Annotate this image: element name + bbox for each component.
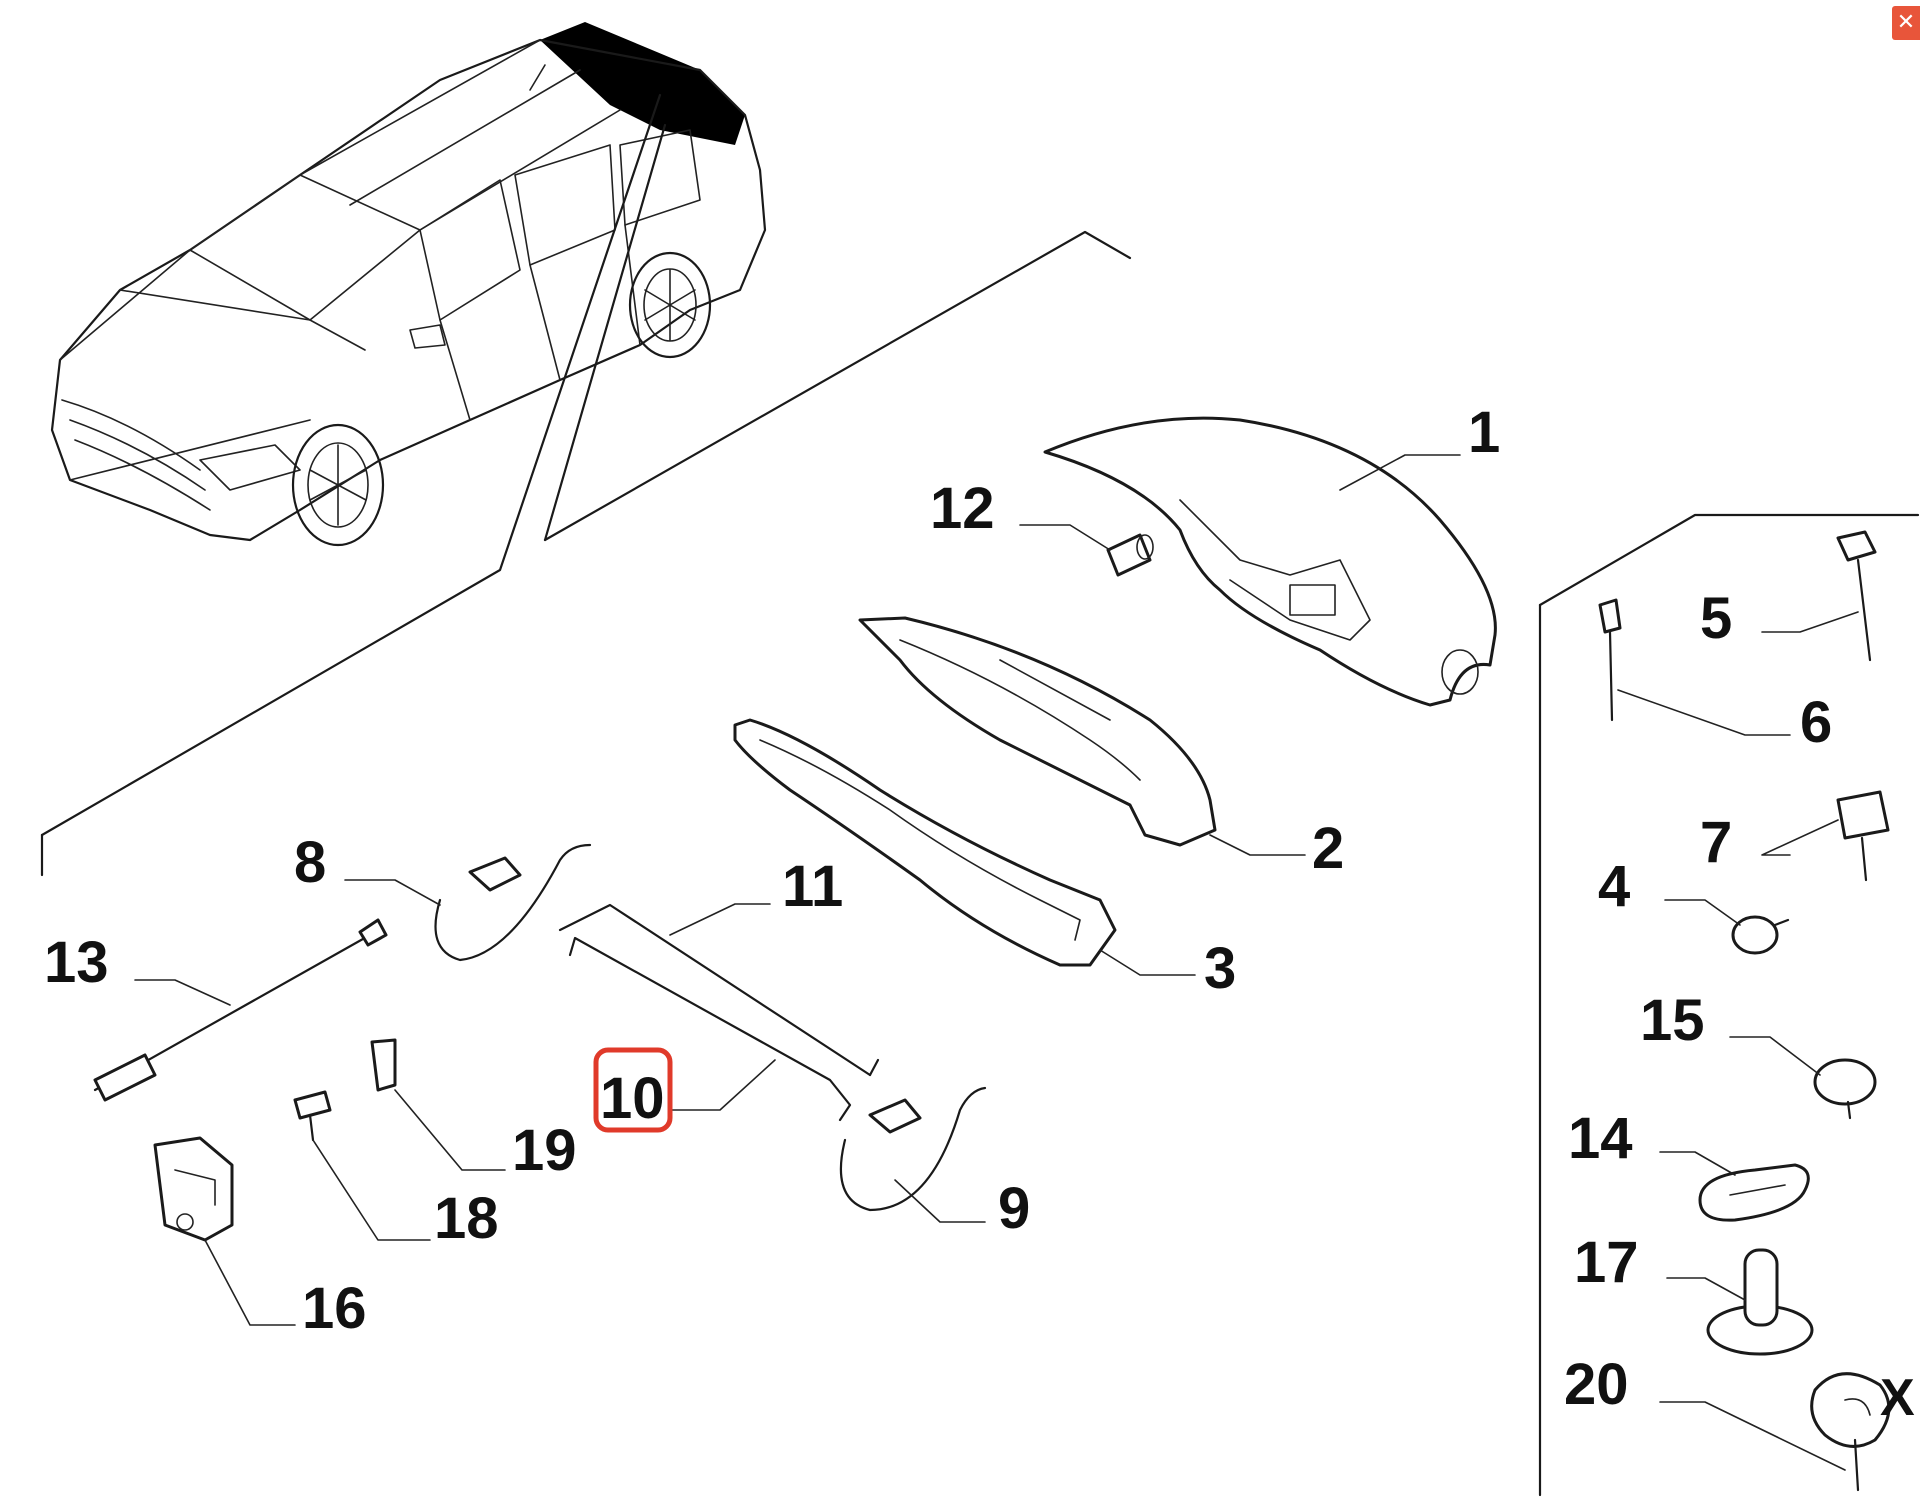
part-3-seal [733,718,1117,967]
label-12[interactable]: 12 [930,476,995,541]
label-14[interactable]: 14 [1568,1106,1633,1171]
part-5-bolt [1836,530,1877,662]
note-mark-x: X [1880,1369,1915,1427]
label-17[interactable]: 17 [1574,1230,1639,1295]
close-icon: ✕ [1896,10,1916,35]
part-16-latch [153,1136,234,1242]
label-16[interactable]: 16 [302,1276,367,1341]
part-14-grommet [1698,1163,1810,1222]
label-18[interactable]: 18 [434,1186,499,1251]
callout-labels: 1 2 3 4 5 6 7 8 9 10 11 12 13 14 15 16 1… [44,400,1915,1427]
label-8[interactable]: 8 [294,830,326,895]
part-6-pin [1598,598,1622,722]
label-5[interactable]: 5 [1700,586,1732,651]
label-10[interactable]: 10 [600,1066,665,1131]
part-7-bolt [1836,790,1890,882]
part-2-trim-panel [858,616,1217,847]
part-18-screw [293,1090,332,1142]
rear-wheel [628,251,712,359]
label-2[interactable]: 2 [1312,816,1344,881]
leader-lines [134,454,1859,1471]
label-1[interactable]: 1 [1468,400,1500,465]
label-4[interactable]: 4 [1598,854,1630,919]
label-20[interactable]: 20 [1564,1352,1629,1417]
part-12-bump-stop [1106,533,1154,577]
part-8-hinge-left [434,843,592,962]
part-19-clip [370,1038,397,1092]
label-15[interactable]: 15 [1640,988,1705,1053]
part-13-gas-strut [93,918,388,1102]
label-19[interactable]: 19 [512,1118,577,1183]
label-11[interactable]: 11 [782,854,843,919]
part-15-clip [1813,1058,1877,1120]
label-9[interactable]: 9 [998,1176,1030,1241]
part-4-plug [1731,915,1790,955]
label-3[interactable]: 3 [1204,936,1236,1001]
front-wheel [291,423,385,547]
label-6[interactable]: 6 [1800,690,1832,755]
part-9-hinge-right [839,1086,987,1212]
highlight-box-10 [593,1047,673,1133]
label-13[interactable]: 13 [44,930,109,995]
frame-lines [40,93,1920,1497]
label-7[interactable]: 7 [1700,810,1732,875]
part-1-trunk-lid [1043,416,1497,707]
part-20-fastener [1810,1372,1891,1492]
part-17-pin [1706,1248,1814,1356]
car-illustration [50,22,767,547]
part-10-11-rods [558,903,880,1122]
close-button[interactable]: ✕ [1892,6,1920,40]
